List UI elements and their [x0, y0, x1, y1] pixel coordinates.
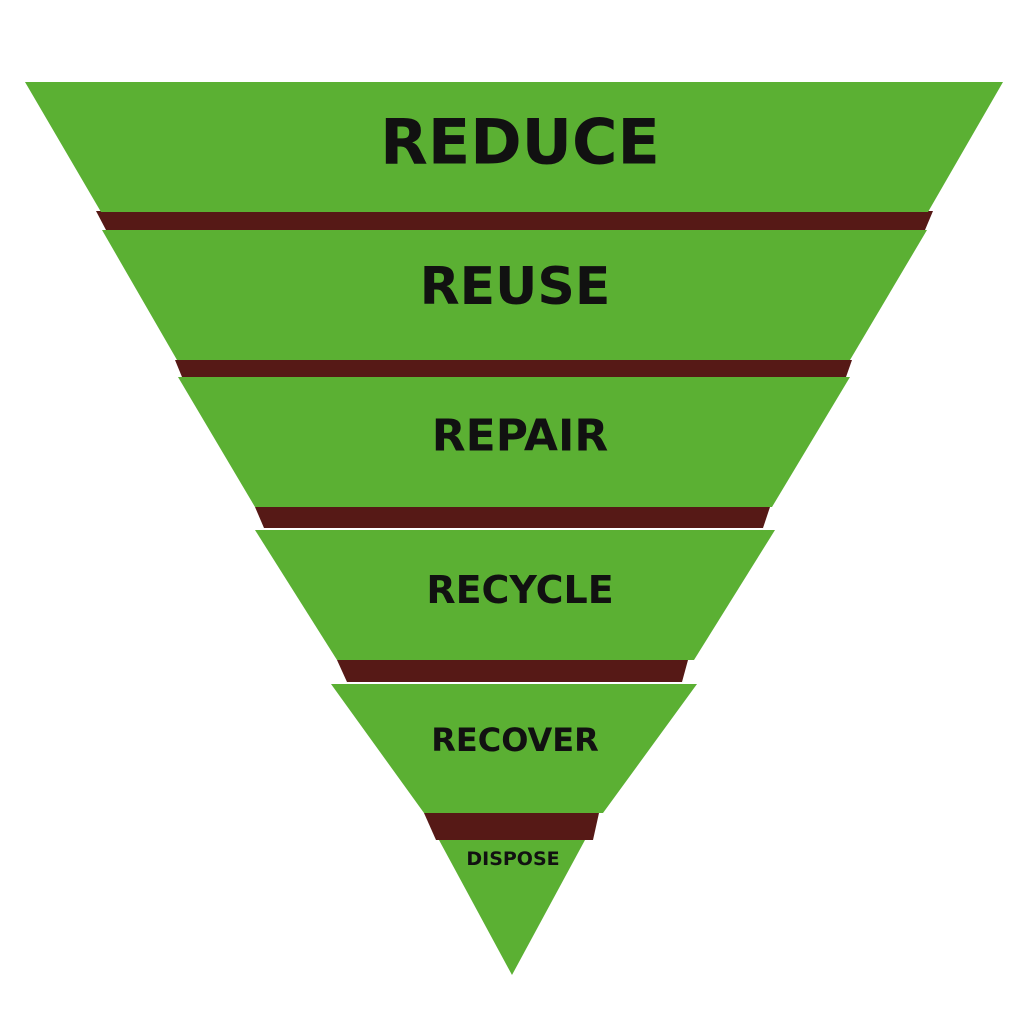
label-recycle: RECYCLE — [426, 568, 613, 612]
level-dispose — [439, 840, 585, 975]
label-dispose: DISPOSE — [466, 848, 559, 870]
level-recycle — [255, 530, 775, 660]
divider-1 — [96, 211, 933, 230]
divider-3 — [255, 507, 770, 528]
level-repair — [178, 377, 850, 507]
divider-2 — [175, 360, 852, 377]
level-reduce — [25, 82, 1003, 212]
label-recover: RECOVER — [431, 721, 599, 759]
label-reduce: REDUCE — [380, 106, 660, 179]
label-reuse: REUSE — [420, 257, 611, 317]
level-recover — [331, 684, 697, 813]
divider-4 — [337, 660, 688, 682]
divider-5 — [424, 813, 599, 840]
level-reuse — [102, 230, 927, 360]
label-repair: REPAIR — [432, 411, 608, 462]
